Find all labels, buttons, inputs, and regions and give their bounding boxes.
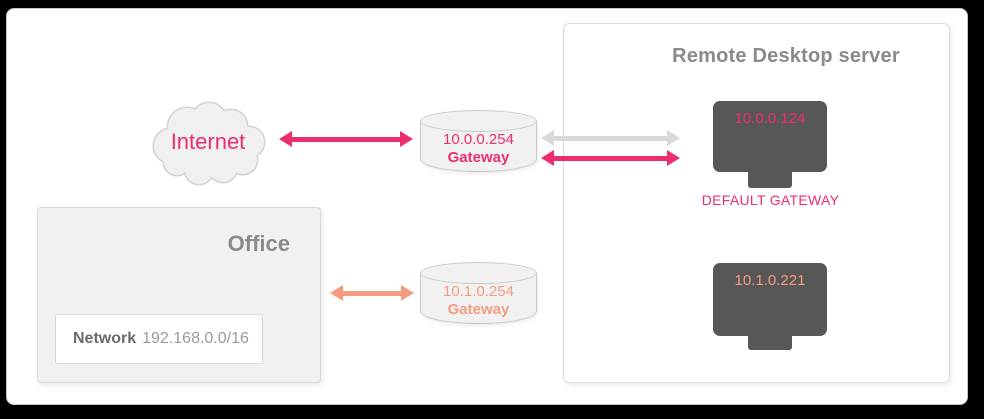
arrow-right-head-icon — [401, 285, 414, 301]
arrow-shaft — [340, 290, 404, 296]
gateway-server-arrow-active — [541, 150, 680, 166]
server-nic-bottom-ip: 10.1.0.221 — [734, 272, 806, 289]
network-label: Network — [73, 330, 137, 347]
arrow-shaft — [551, 135, 670, 141]
office-gateway-arrow — [330, 285, 414, 301]
arrow-left-head-icon — [330, 285, 343, 301]
server-nic-top-ip: 10.0.0.124 — [734, 110, 806, 127]
monitor-stand-icon — [748, 335, 792, 350]
arrow-left-head-icon — [279, 131, 292, 147]
gateway-top-label: Gateway — [447, 149, 510, 166]
arrow-shaft — [289, 136, 403, 142]
gateway-database-icon-top: 10.0.0.254 Gateway — [420, 110, 537, 172]
monitor-stand-icon — [748, 171, 792, 188]
arrow-left-head-icon — [541, 150, 554, 166]
server-nic-monitor-icon-top: 10.0.0.124 — [713, 101, 827, 172]
office-panel-title: Office — [227, 231, 290, 256]
arrow-right-head-icon — [667, 150, 680, 166]
server-panel-title: Remote Desktop server — [672, 45, 900, 67]
server-nic-monitor-icon-bottom: 10.1.0.221 — [713, 263, 827, 336]
arrow-right-head-icon — [667, 130, 680, 146]
gateway-server-arrow-inactive — [541, 130, 680, 146]
gateway-top-ip: 10.0.0.254 — [443, 131, 514, 148]
default-gateway-caption: DEFAULT GATEWAY — [701, 192, 840, 208]
internet-gateway-arrow — [279, 131, 413, 147]
gateway-database-icon-bottom: 10.1.0.254 Gateway — [420, 262, 537, 324]
gateway-bottom-ip: 10.1.0.254 — [443, 283, 514, 300]
cylinder-top — [420, 262, 537, 284]
network-cidr-value: 192.168.0.0/16 — [142, 330, 249, 347]
arrow-right-head-icon — [400, 131, 413, 147]
arrow-left-head-icon — [541, 130, 554, 146]
cylinder-top — [420, 110, 537, 132]
gateway-bottom-label: Gateway — [447, 301, 510, 318]
internet-label: Internet — [170, 129, 246, 154]
office-network-box: Network 192.168.0.0/16 — [55, 314, 263, 364]
internet-cloud-icon — [145, 94, 271, 188]
arrow-shaft — [551, 155, 670, 161]
